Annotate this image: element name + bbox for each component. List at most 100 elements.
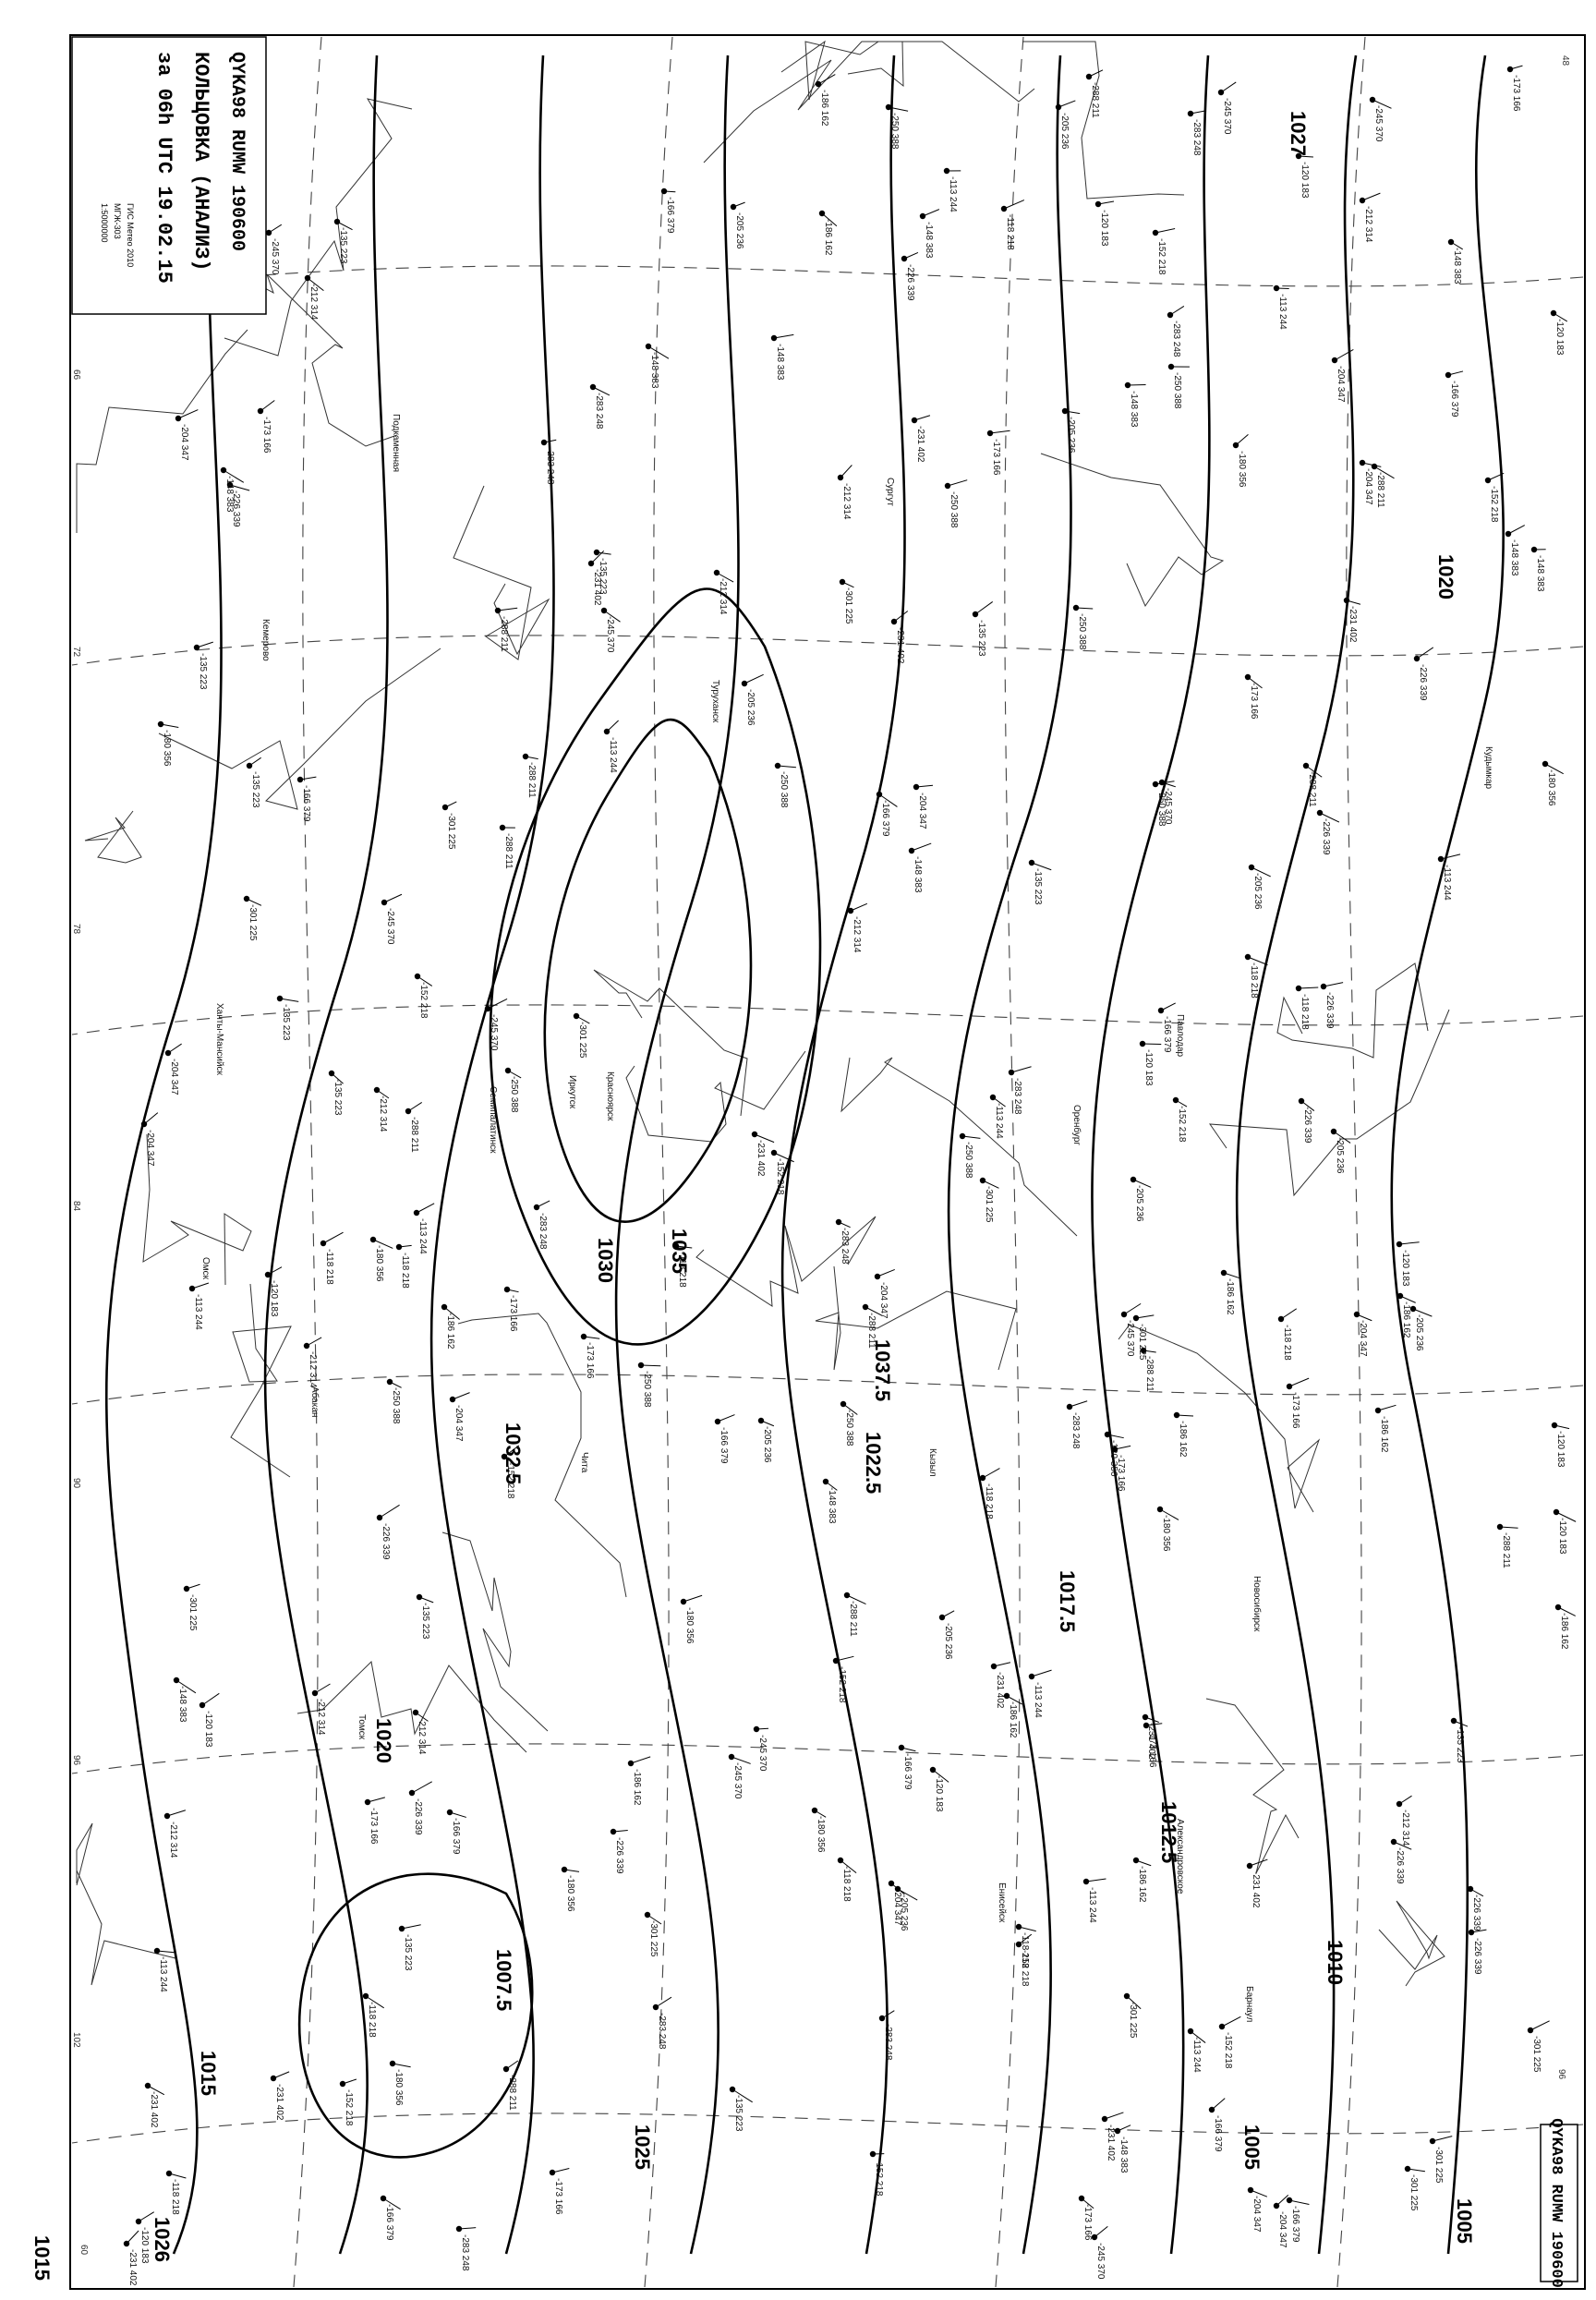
station-pressure: -135 223 (733, 2095, 744, 2132)
wind-barb (1557, 1606, 1576, 1616)
station-pressure: -245 370 (385, 908, 395, 945)
station-pressure: -283 248 (545, 448, 555, 485)
station-pressure: -186 162 (1379, 1416, 1389, 1453)
station-plot: -148 383 (645, 343, 670, 389)
station-pressure: -283 248 (594, 393, 604, 430)
station-pressure: -113 244 (608, 737, 618, 773)
station-pressure: -205 236 (762, 1426, 772, 1463)
station-plot: -283 248 (540, 439, 557, 485)
wind-barb (1144, 1716, 1159, 1723)
station-pressure: -226 339 (1418, 664, 1428, 701)
station-plot: -245 370 (484, 998, 508, 1051)
wind-barb (398, 1244, 412, 1248)
station-pressure: -288 211 (1501, 1532, 1511, 1568)
station-pressure: -113 244 (417, 1218, 428, 1254)
coastline-segment (780, 40, 1035, 103)
station-pressure: -288 211 (503, 833, 514, 869)
station-pressure: -226 339 (1321, 818, 1331, 855)
station-pressure: -250 388 (1077, 613, 1087, 650)
station-plot: -173 166 (549, 2167, 570, 2215)
station-plot: -152 218 (869, 2150, 885, 2197)
station-pressure: -135 223 (1033, 868, 1043, 905)
station-pressure: -301 225 (577, 1022, 587, 1059)
station-plot: -204 347 (140, 1112, 159, 1167)
station-pressure: -250 388 (391, 1387, 401, 1424)
station-pressure: -148 383 (1535, 555, 1545, 592)
station-pressure: -118 218 (400, 1253, 410, 1289)
station-pressure: -212 314 (718, 578, 728, 615)
wind-barb (389, 1381, 402, 1388)
wind-barb (1334, 348, 1354, 361)
wind-barb (506, 1289, 519, 1293)
station-plot: -250 388 (1072, 604, 1094, 650)
station-plot: -250 388 (774, 762, 796, 808)
coastline-segment (625, 1050, 806, 1143)
isobar-label: 1032.5 (502, 1422, 525, 1484)
station-plot: -113 244 (1437, 853, 1461, 901)
wind-barb (279, 998, 299, 1002)
wind-barb (1160, 1002, 1176, 1011)
wind-barb (1117, 2124, 1131, 2132)
wind-barb (901, 1747, 916, 1752)
station-plot: -118 218 (837, 1857, 857, 1902)
station-plot: -250 388 (885, 103, 909, 150)
station-plot: -113 244 (943, 167, 961, 212)
wind-barb (1127, 383, 1146, 386)
station-pressure: -250 388 (844, 1410, 854, 1447)
station-pressure: -152 218 (837, 1666, 847, 1703)
station-pressure: -205 236 (899, 1894, 909, 1931)
station-pressure: -152 218 (1223, 2032, 1233, 2069)
wind-barb (744, 673, 764, 684)
wind-barb (1003, 200, 1025, 210)
place-name: Омск (200, 1257, 211, 1280)
station-pressure: -212 314 (308, 284, 319, 321)
wind-barb (407, 1102, 422, 1112)
wind-barb (1031, 862, 1052, 871)
coastline-segment (1276, 962, 1429, 1059)
parallel-line (995, 36, 1024, 2288)
wind-barb (306, 1337, 322, 1347)
station-plot: -148 383 (1530, 546, 1546, 592)
coastline-segment (76, 329, 248, 533)
wind-barb (1220, 81, 1237, 93)
station-pressure: -301 225 (446, 813, 456, 850)
grid-tick: 102 (71, 2032, 81, 2048)
wind-barb (922, 209, 940, 217)
wind-barb (415, 1712, 429, 1722)
wind-barb (1447, 370, 1464, 376)
map-frame (69, 34, 1586, 2290)
place-name: Подкаменная (391, 414, 401, 472)
wind-barb (372, 1239, 393, 1249)
station-plot: -186 162 (1554, 1604, 1576, 1650)
coastline-segment (453, 485, 550, 660)
station-pressure: -245 370 (757, 1735, 768, 1772)
wind-barb (503, 1445, 520, 1458)
isobar-labels: 100510101012.51017.510201022.51025102710… (30, 111, 1476, 2281)
station-plot: -212 314 (847, 902, 868, 953)
wind-barb (647, 1914, 662, 1925)
station-pressure: -283 248 (538, 1213, 548, 1250)
station-pressure: -180 356 (1161, 1515, 1171, 1552)
wind-barb (1470, 1929, 1487, 1933)
station-pressure: -166 379 (1290, 2206, 1300, 2243)
station-pressure: -245 370 (1373, 105, 1384, 142)
station-pressure: -186 162 (445, 1313, 455, 1350)
legend-box: QYKA98 RUMW 190600 КОЛЬЦОВКА (АНАЛИЗ) за… (71, 36, 267, 315)
station-plot: -283 248 (878, 2010, 895, 2061)
wind-barb (881, 2010, 895, 2019)
station-pressure: -226 339 (231, 490, 241, 527)
wind-barb (1211, 2098, 1226, 2111)
wind-barb (1298, 987, 1319, 989)
wind-barb (1276, 287, 1289, 290)
station-plot: -283 248 (1066, 1400, 1088, 1449)
station-plot: -180 356 (1542, 760, 1564, 806)
wind-barb (1006, 1695, 1022, 1705)
wind-barb (156, 1950, 175, 1954)
station-plot: -186 162 (1374, 1404, 1396, 1453)
station-plot: -180 356 (157, 720, 179, 767)
station-plot: -166 379 (660, 188, 676, 234)
wind-barb (342, 2078, 357, 2085)
station-pressure: -120 183 (1300, 162, 1310, 199)
station-plot: -301 225 (839, 578, 854, 624)
